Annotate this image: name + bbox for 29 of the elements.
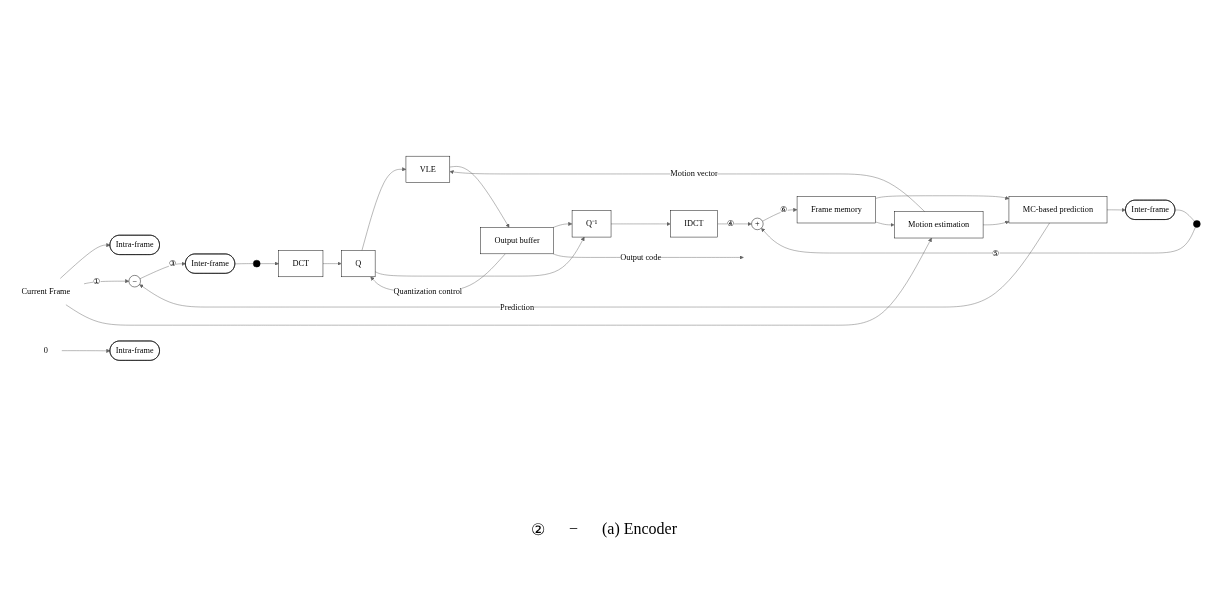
note-label: − xyxy=(568,520,578,539)
node-box: DCT xyxy=(278,250,324,278)
node-box: Output buffer xyxy=(480,227,554,255)
node-circle xyxy=(1193,220,1201,228)
edge-label: Quantization control xyxy=(393,286,463,296)
connector xyxy=(234,263,254,265)
node-circle: + xyxy=(751,217,764,230)
node-box: Frame memory xyxy=(796,196,876,224)
edge-label: ① xyxy=(93,276,101,286)
edge-label: ④ xyxy=(726,219,735,229)
edge-label: ⑤ xyxy=(992,248,1000,258)
node-circle: − xyxy=(128,275,141,288)
node-box: Q xyxy=(341,250,376,278)
edge-label: ⑥ xyxy=(780,204,788,215)
node-box: Q⁻¹ xyxy=(571,210,612,238)
node-text: 0 xyxy=(43,345,48,356)
edge-label: Prediction xyxy=(500,302,535,312)
edge-label: ③ xyxy=(168,258,177,269)
node-box: Motion estimation xyxy=(894,211,984,239)
edge-label: Motion vector xyxy=(670,169,718,179)
node-text: Current Frame xyxy=(21,286,71,296)
connector xyxy=(1174,209,1195,222)
node-circle xyxy=(253,259,261,268)
node-box: IDCT xyxy=(670,210,718,238)
edge-label: Output code xyxy=(620,252,662,262)
node-box: MC-based prediction xyxy=(1008,196,1108,224)
note-label: ② xyxy=(530,520,545,539)
caption: (a) Encoder xyxy=(602,520,678,539)
node-box: VLE xyxy=(405,155,451,183)
